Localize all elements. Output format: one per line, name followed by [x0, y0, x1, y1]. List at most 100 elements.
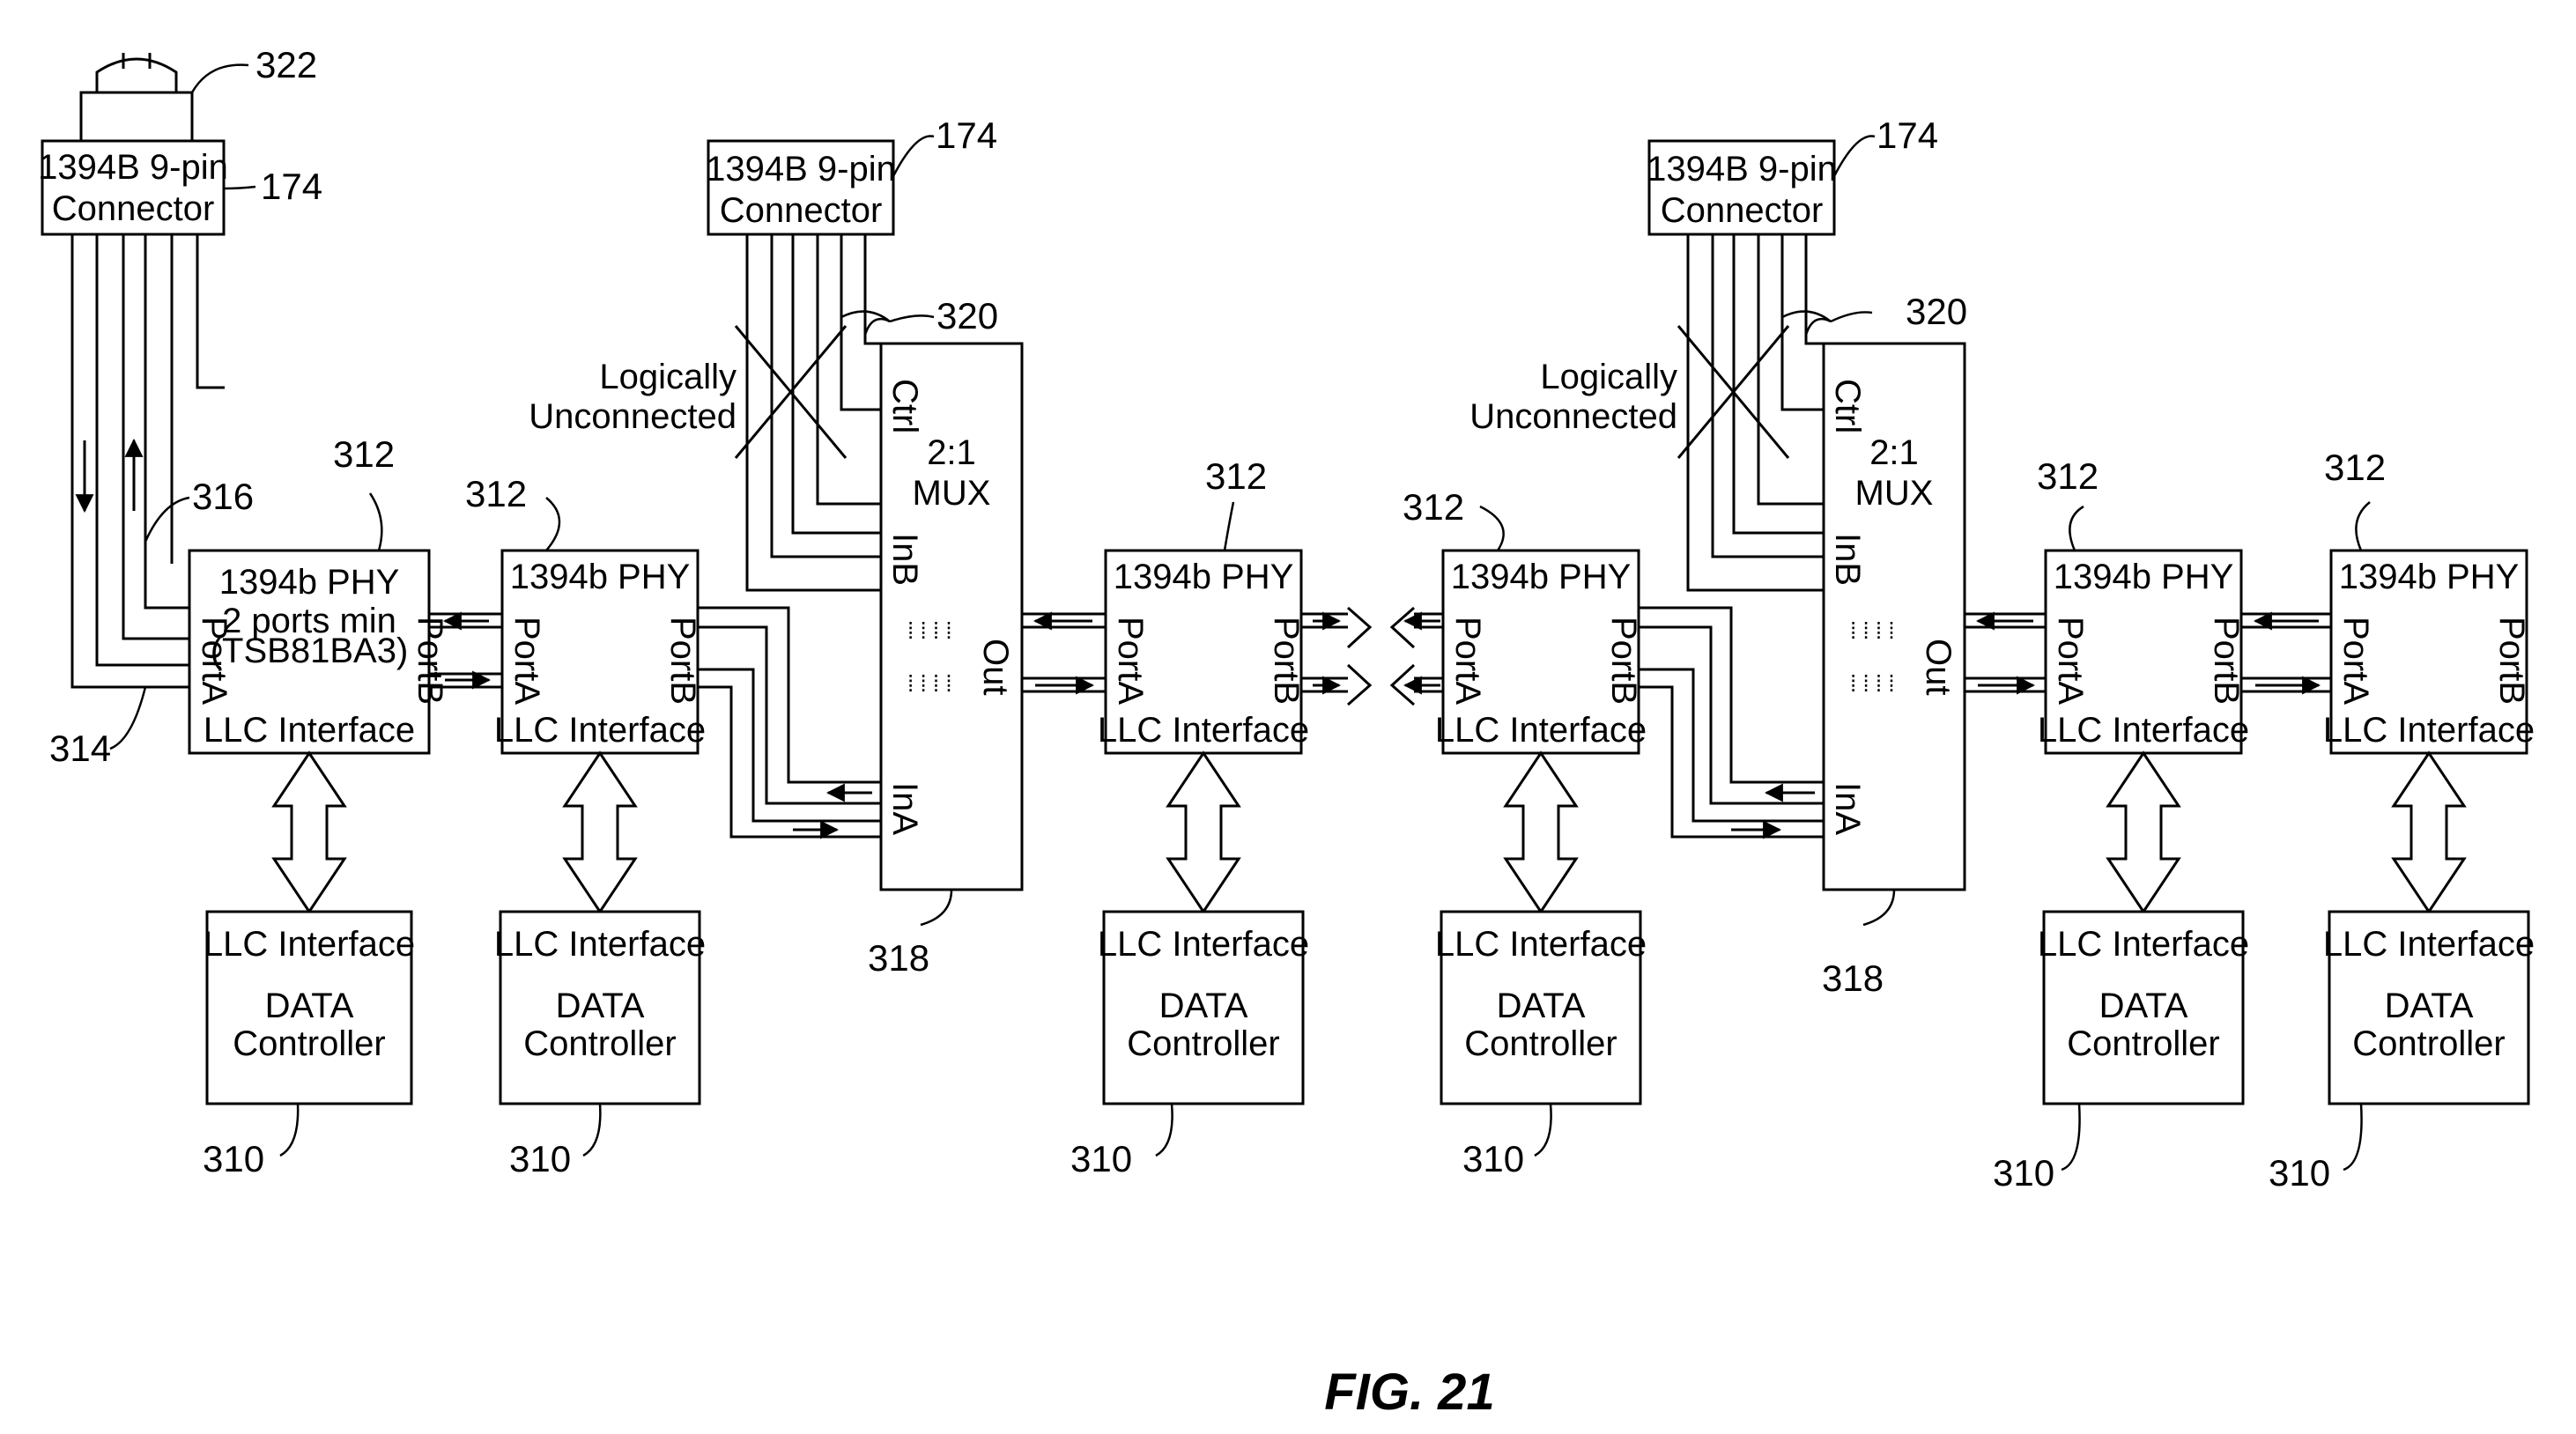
ref-312: 312 [333, 433, 395, 475]
llc-interface-label: LLC Interface [2038, 925, 2249, 964]
logically-unconnected-line2: Unconnected [529, 397, 737, 436]
connector-label-line2: Connector [1661, 191, 1824, 230]
mux-ctrl-label: Ctrl [1828, 379, 1867, 433]
ref-316: 316 [192, 476, 254, 517]
phy-block-1: 1394b PHY 2 ports min (TSB81BA3) LLC Int… [188, 433, 449, 755]
phy-title: 1394b PHY [2339, 558, 2520, 596]
phy-title: 1394b PHY [510, 558, 691, 596]
llc-interface-label: LLC Interface [1435, 925, 1647, 964]
llc-interface-label: LLC Interface [204, 711, 415, 750]
port-b-label: PortB [2207, 617, 2246, 705]
link-phy4-mux2 [1639, 606, 1824, 839]
port-a-label: PortA [2051, 617, 2090, 705]
mux2-inb-wires: Logically Unconnected 320 [1469, 234, 1967, 592]
llc-interface-label: LLC Interface [494, 711, 706, 750]
phy-subtitle: 2 ports min [222, 602, 396, 640]
switch-row-2: ⁞ ⁞ ⁞ ⁞ [907, 670, 952, 697]
data-controller-2: LLC Interface DATA Controller 310 [494, 910, 706, 1179]
ref-174: 174 [261, 166, 322, 207]
ref-312: 312 [465, 473, 527, 514]
connector-label-line2: Connector [720, 191, 883, 230]
connector-label-line2: Connector [52, 189, 215, 228]
connector-label-line1: 1394B 9-pin [1647, 150, 1837, 188]
mux-ina-label: InA [1828, 782, 1867, 835]
port-b-label: PortB [1267, 617, 1306, 705]
port-a-label: PortA [507, 617, 546, 705]
mux-title: MUX [1855, 474, 1934, 513]
mux-title: MUX [913, 474, 991, 513]
ref-310: 310 [2269, 1152, 2330, 1194]
connector-174-left: 1394B 9-pin Connector 174 [38, 139, 322, 236]
switch-row-1: ⁞ ⁞ ⁞ ⁞ [1850, 617, 1895, 644]
logically-unconnected-line1: Logically [1540, 358, 1677, 396]
port-b-label: PortB [663, 617, 702, 705]
phy-title: 1394b PHY [1114, 558, 1294, 596]
switch-row-2: ⁞ ⁞ ⁞ ⁞ [1850, 670, 1895, 697]
ref-312: 312 [1205, 455, 1267, 497]
ref-318: 318 [868, 937, 929, 979]
data-label: DATA [2099, 987, 2188, 1025]
mux-out-label: Out [1919, 639, 1958, 695]
ref-318: 318 [1822, 957, 1884, 999]
mux-switch-symbols: ⁞ ⁞ ⁞ ⁞ ⁞ ⁞ ⁞ ⁞ [907, 617, 952, 697]
data-controller-1: LLC Interface DATA Controller 310 [203, 910, 415, 1179]
link-mux2-phy5 [1965, 611, 2046, 695]
connector-174-mux1: 1394B 9-pin Connector 174 [706, 115, 997, 236]
link-phy3-phy4-break [1301, 606, 1443, 706]
mux-block-2: 2:1 MUX Ctrl InB InA Out ⁞ ⁞ ⁞ ⁞ ⁞ ⁞ ⁞ ⁞… [1822, 342, 1966, 999]
figure-title: FIG. 21 [1324, 1364, 1494, 1421]
mux-ina-label: InA [885, 782, 924, 835]
connector-label-line1: 1394B 9-pin [706, 150, 896, 188]
ref-310: 310 [1070, 1138, 1132, 1179]
data-controller-4: LLC Interface DATA Controller 310 [1435, 910, 1647, 1179]
phy-part-number: (TSB81BA3) [211, 632, 409, 670]
logically-unconnected-line1: Logically [599, 358, 737, 396]
data-label: DATA [265, 987, 354, 1025]
port-a-label: PortA [195, 617, 233, 705]
phy-title: 1394b PHY [2054, 558, 2234, 596]
port-b-label: PortB [1604, 617, 1643, 705]
mux-inb-label: InB [1828, 533, 1867, 586]
data-label: DATA [1497, 987, 1586, 1025]
llc-bus-arrows [271, 750, 2467, 914]
port-a-label: PortA [1111, 617, 1150, 705]
ref-310: 310 [1462, 1138, 1524, 1179]
llc-interface-label: LLC Interface [2323, 925, 2535, 964]
ref-174: 174 [936, 115, 997, 156]
llc-interface-label: LLC Interface [1098, 925, 1309, 964]
link-phy1-phy2 [429, 611, 502, 690]
link-phy5-phy6 [2241, 611, 2331, 695]
ref-312: 312 [2037, 455, 2099, 497]
data-label: DATA [1159, 987, 1248, 1025]
mux-switch-symbols: ⁞ ⁞ ⁞ ⁞ ⁞ ⁞ ⁞ ⁞ [1850, 617, 1895, 697]
llc-interface-label: LLC Interface [1098, 711, 1309, 750]
switch-row-1: ⁞ ⁞ ⁞ ⁞ [907, 617, 952, 644]
phy-block-5: 1394b PHY LLC Interface PortA PortB 312 [2037, 455, 2249, 755]
mux-inb-label: InB [885, 533, 924, 586]
connector-label-line1: 1394B 9-pin [38, 148, 228, 187]
llc-interface-label: LLC Interface [2038, 711, 2249, 750]
llc-interface-label: LLC Interface [204, 925, 415, 964]
left-connector-wires: 316 314 [49, 234, 254, 769]
controller-label: Controller [2067, 1024, 2219, 1063]
llc-interface-label: LLC Interface [494, 925, 706, 964]
ref-320: 320 [1906, 291, 1967, 332]
phy-block-3: 1394b PHY LLC Interface PortA PortB 312 [1098, 455, 1309, 755]
ref-320: 320 [936, 295, 998, 336]
mux-ratio: 2:1 [927, 433, 976, 472]
phy-title: 1394b PHY [1451, 558, 1632, 596]
data-controller-3: LLC Interface DATA Controller 310 [1070, 910, 1309, 1179]
llc-interface-label: LLC Interface [2323, 711, 2535, 750]
link-phy2-mux1 [698, 606, 881, 839]
data-label: DATA [2385, 987, 2474, 1025]
port-a-label: PortA [2336, 617, 2375, 705]
phy-block-6: 1394b PHY LLC Interface PortA PortB 312 [2323, 447, 2535, 755]
ref-322: 322 [255, 44, 317, 85]
controller-label: Controller [2352, 1024, 2505, 1063]
phy-block-2: 1394b PHY LLC Interface PortA PortB 312 [465, 473, 706, 755]
logically-unconnected-line2: Unconnected [1469, 397, 1677, 436]
data-controller-6: LLC Interface DATA Controller 310 [2269, 910, 2535, 1194]
controller-label: Controller [523, 1024, 676, 1063]
